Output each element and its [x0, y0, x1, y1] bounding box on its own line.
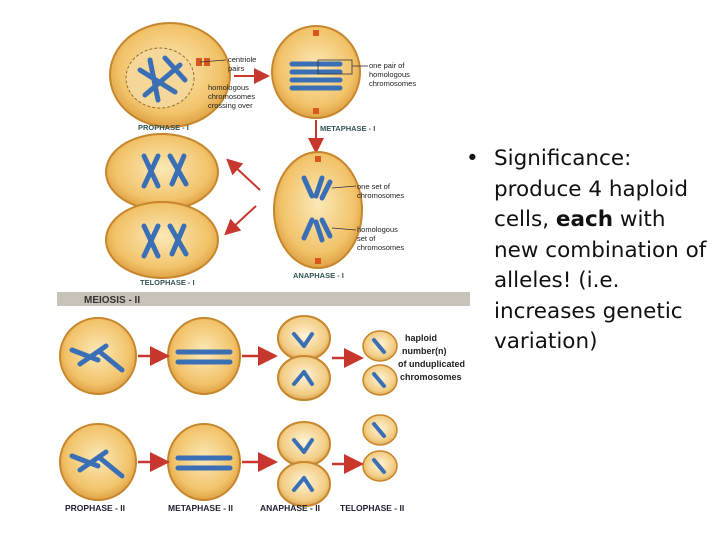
bullet-lead-text: Significance: produce 4 haploid cells, [494, 146, 689, 232]
meiosis-2-banner [57, 292, 470, 306]
meiosis-diagram: centriole pairs homologous chromosomes c… [57, 22, 470, 513]
anaphase-1-cell [273, 151, 363, 269]
label-telophase-2: TELOPHASE - II [340, 503, 404, 513]
telophase-1-cells [105, 133, 219, 279]
label-homologous-crossing: homologous chromosomes crossing over [208, 83, 257, 110]
metaphase-1-cell [271, 25, 361, 119]
label-haploid-note: haploid number(n) of unduplicated chromo… [398, 333, 468, 382]
label-anaphase-2: ANAPHASE - II [260, 503, 320, 513]
bullet-marker: • [466, 146, 479, 171]
meiosis-2-anaphase-cells [277, 315, 331, 507]
meiosis-2-telophase-cells [362, 330, 398, 482]
label-one-pair-homologous: one pair of homologous chromosomes [369, 61, 416, 88]
bullet-emphasis-text: each [555, 207, 614, 232]
meiosis-2-title: MEIOSIS - II [84, 295, 140, 306]
label-prophase-2: PROPHASE - II [65, 503, 125, 513]
prophase-1-cell [109, 22, 231, 128]
label-one-set: one set of chromosomes [357, 182, 404, 200]
label-centriole-pairs: centriole pairs [228, 55, 258, 73]
label-homologous-set: homologous set of chromosomes [357, 225, 404, 252]
label-telophase-1: TELOPHASE - I [140, 278, 195, 287]
label-metaphase-2: METAPHASE - II [168, 503, 233, 513]
label-metaphase-1: METAPHASE - I [320, 124, 375, 133]
label-prophase-1: PROPHASE - I [138, 123, 189, 132]
significance-text: Significance: produce 4 haploid cells, e… [494, 144, 716, 358]
meiosis-2-metaphase-cells [167, 317, 241, 501]
meiosis-2-prophase-cells [59, 317, 137, 501]
bullet-rest-text: with new combination of alleles! (i.e. i… [494, 207, 707, 354]
label-anaphase-1: ANAPHASE - I [293, 271, 344, 280]
